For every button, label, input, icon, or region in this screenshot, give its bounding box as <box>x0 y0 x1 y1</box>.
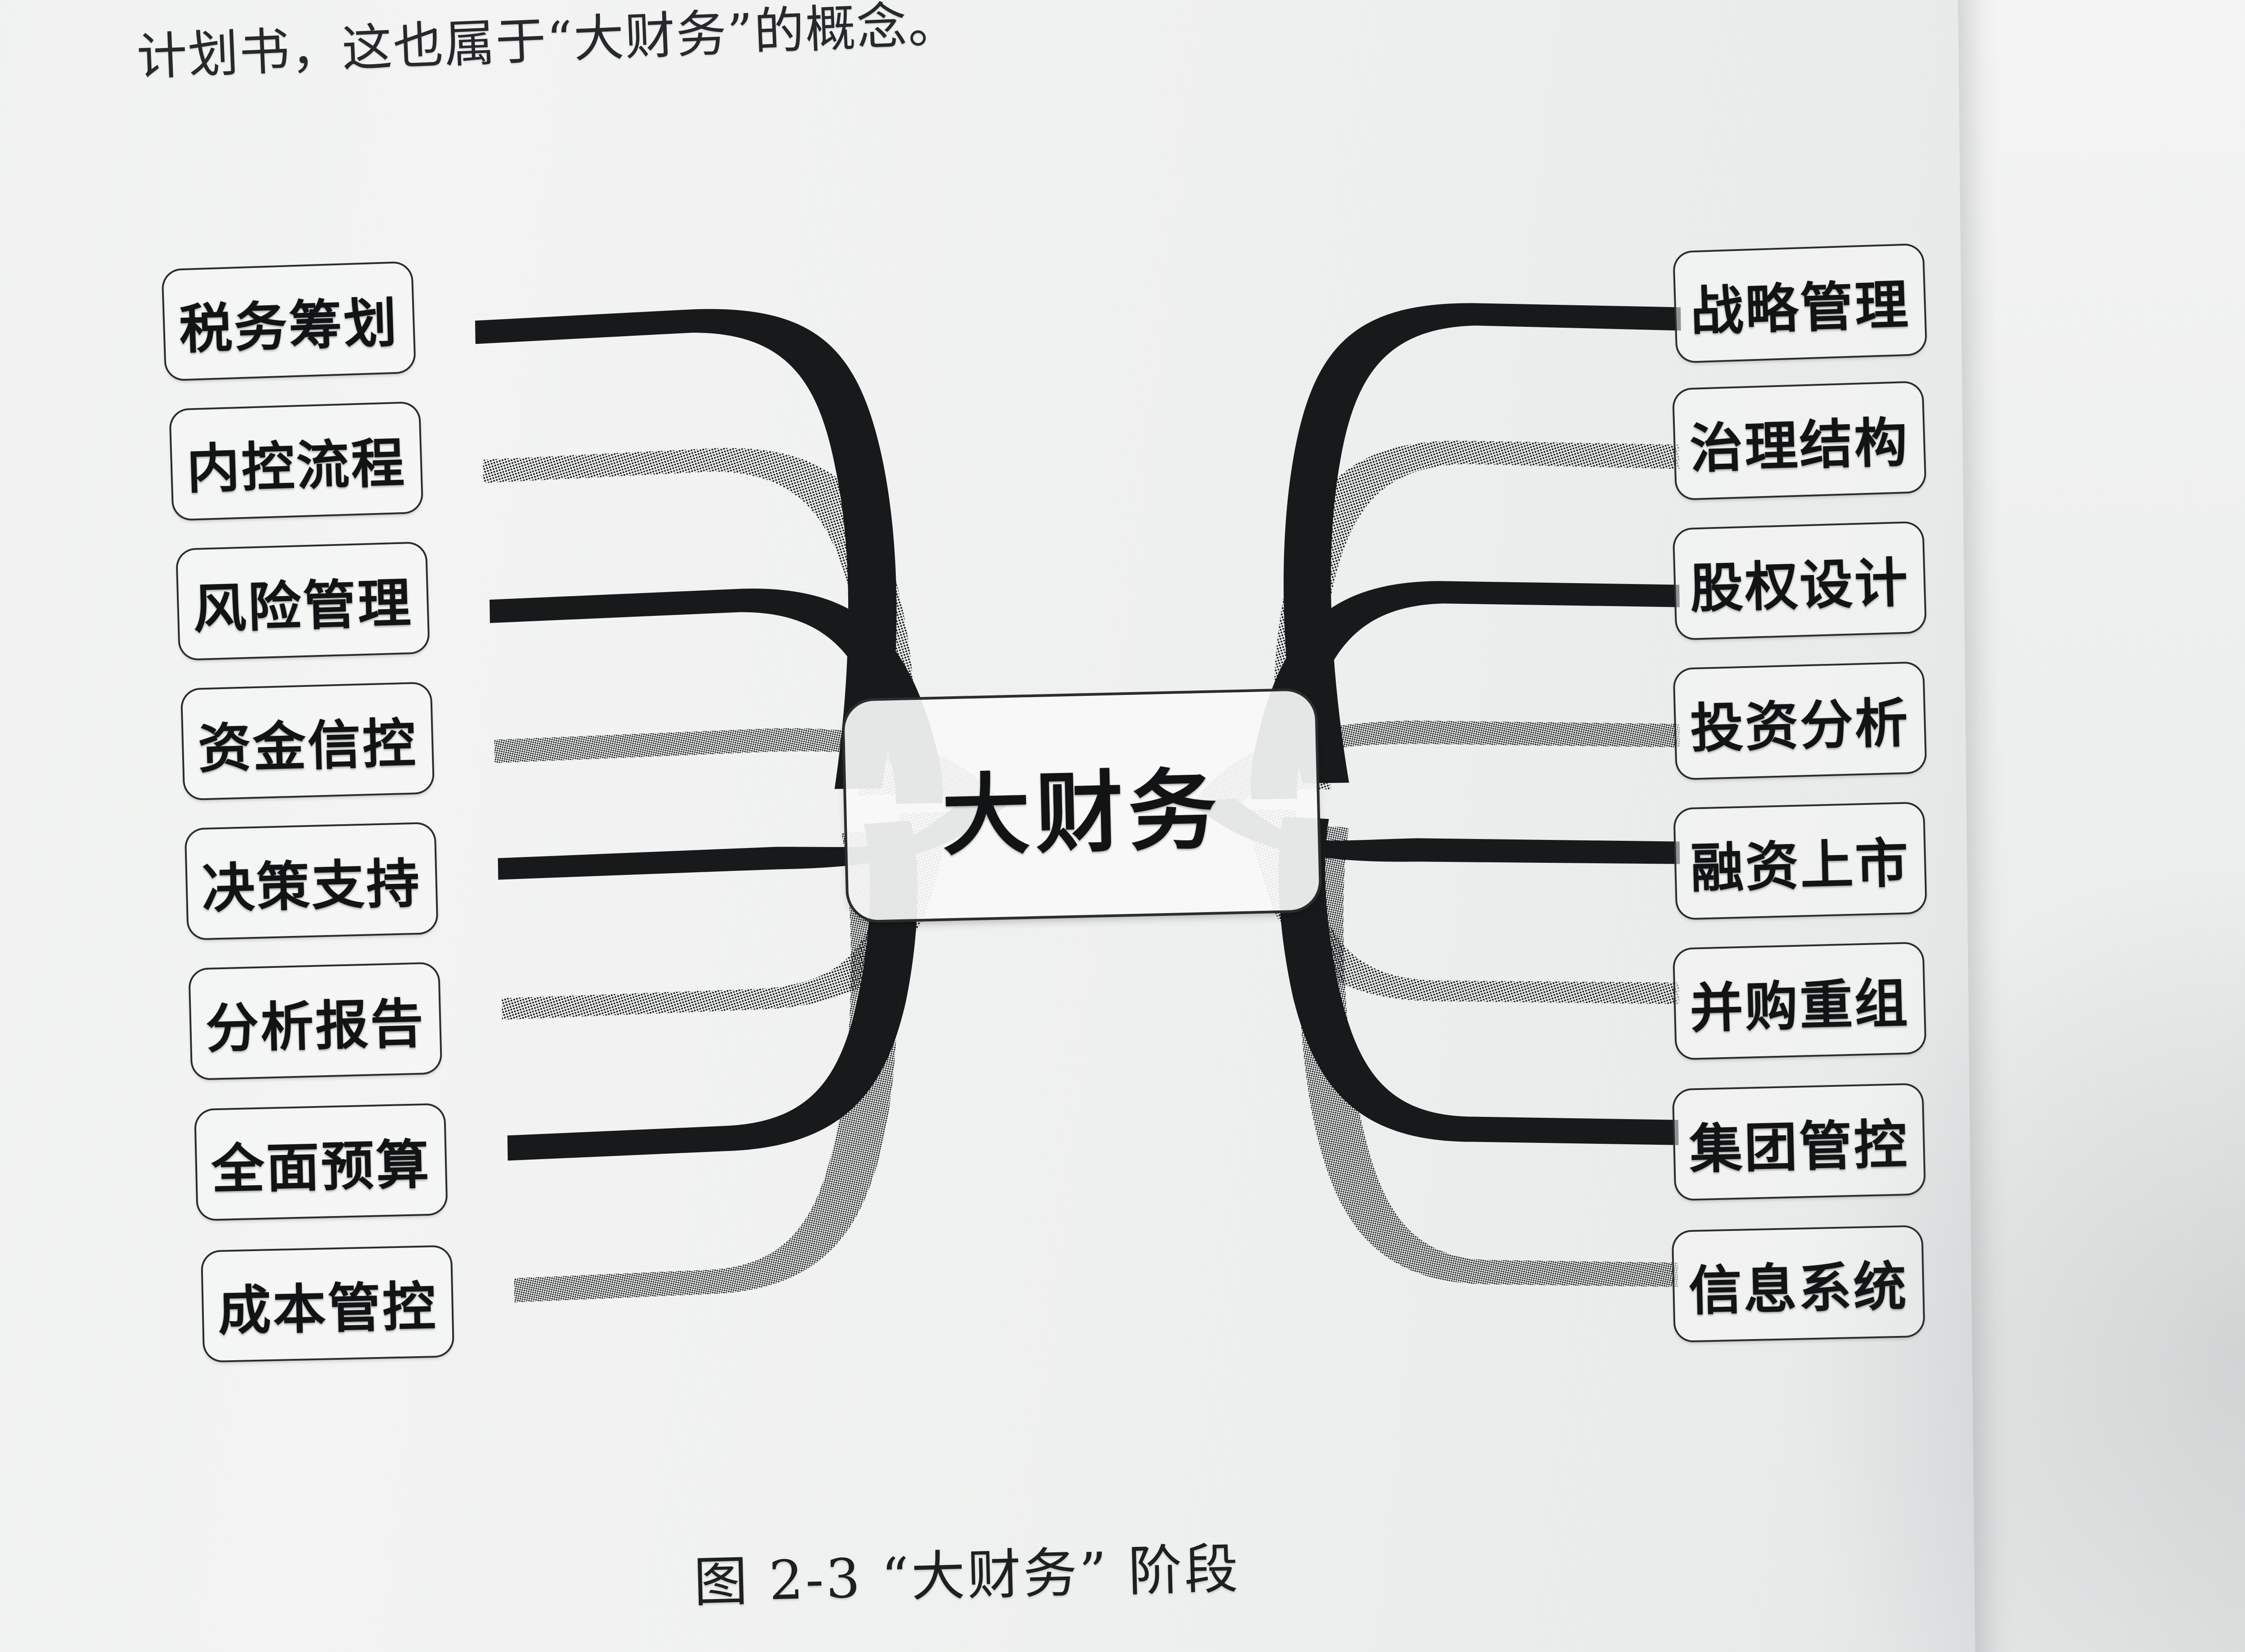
node-right-8[interactable]: 信息系统 <box>1671 1225 1925 1343</box>
node-left-2[interactable]: 内控流程 <box>169 401 424 521</box>
node-label: 融资上市 <box>1690 831 1911 900</box>
node-label: 战略管理 <box>1689 273 1911 343</box>
connector-left-6 <box>502 812 947 1020</box>
node-label: 股权设计 <box>1689 551 1910 620</box>
node-label: 治理结构 <box>1689 411 1910 480</box>
node-left-8[interactable]: 成本管控 <box>200 1245 455 1363</box>
figure-caption: 图 2-3 “大财务” 阶段 <box>693 1538 1241 1614</box>
node-label: 集团管控 <box>1689 1113 1910 1180</box>
node-label: 分析报告 <box>205 992 426 1060</box>
node-left-4[interactable]: 资金信控 <box>180 681 435 801</box>
node-label: 投资分析 <box>1689 691 1910 760</box>
node-central[interactable]: 大财务 <box>841 687 1323 923</box>
node-left-5[interactable]: 决策支持 <box>184 822 439 940</box>
node-right-4[interactable]: 投资分析 <box>1673 661 1927 781</box>
node-label: 资金信控 <box>197 712 418 780</box>
node-label: 税务筹划 <box>178 291 400 360</box>
node-right-6[interactable]: 并购重组 <box>1672 941 1927 1060</box>
node-label: 大财务 <box>941 759 1223 868</box>
connector-left-1 <box>475 309 897 789</box>
node-label: 决策支持 <box>201 852 422 920</box>
node-right-7[interactable]: 集团管控 <box>1672 1083 1926 1201</box>
connector-right-8 <box>1297 825 1678 1287</box>
node-label: 全面预算 <box>211 1133 431 1200</box>
node-label: 信息系统 <box>1688 1255 1909 1322</box>
node-left-1[interactable]: 税务筹划 <box>161 261 416 382</box>
node-label: 成本管控 <box>217 1275 438 1342</box>
node-left-6[interactable]: 分析报告 <box>188 962 443 1081</box>
node-right-2[interactable]: 治理结构 <box>1672 381 1927 501</box>
node-left-7[interactable]: 全面预算 <box>194 1103 448 1221</box>
node-label: 内控流程 <box>185 431 407 501</box>
node-right-3[interactable]: 股权设计 <box>1672 521 1927 641</box>
node-left-3[interactable]: 风险管理 <box>175 541 430 661</box>
node-label: 风险管理 <box>192 571 414 640</box>
node-right-5[interactable]: 融资上市 <box>1673 801 1928 920</box>
node-label: 并购重组 <box>1689 972 1910 1040</box>
node-right-1[interactable]: 战略管理 <box>1672 243 1928 364</box>
